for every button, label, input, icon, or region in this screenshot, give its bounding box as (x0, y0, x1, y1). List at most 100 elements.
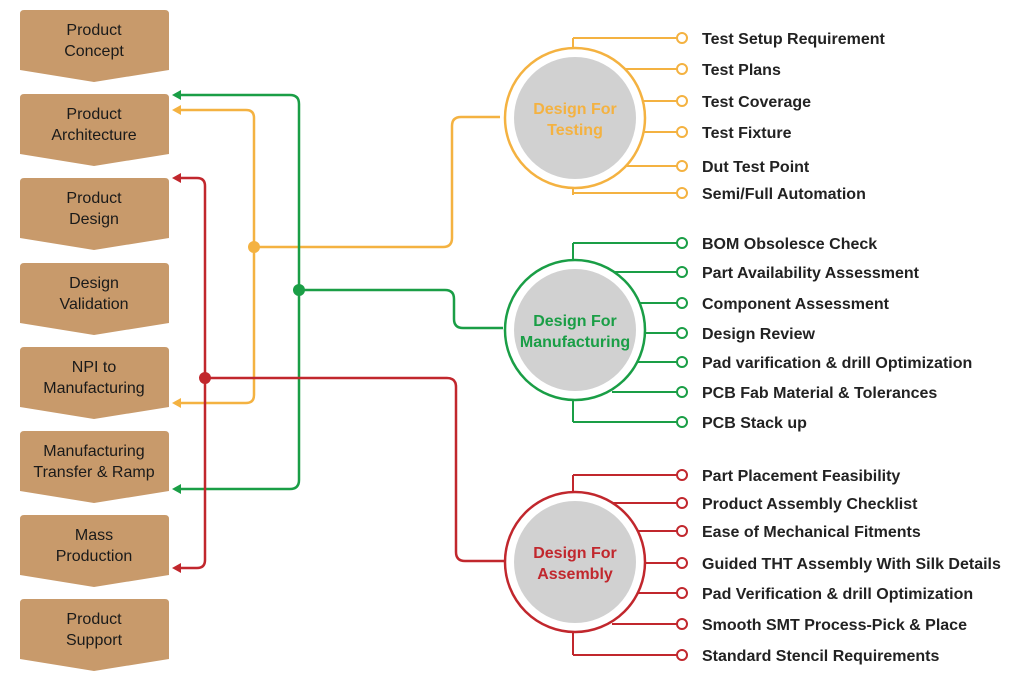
item-dot (676, 649, 688, 661)
stage-label: Product (66, 106, 122, 123)
item-label: Smooth SMT Process-Pick & Place (702, 617, 967, 634)
stage-box (20, 94, 169, 166)
item-label: Test Setup Requirement (702, 31, 886, 48)
hub-disc (514, 57, 636, 179)
item-label: BOM Obsolesce Check (702, 236, 877, 253)
junction-dot (248, 241, 260, 253)
arrowhead (172, 90, 181, 100)
stage-label: Production (56, 548, 133, 565)
item-dot (676, 356, 688, 368)
junction-dot (199, 372, 211, 384)
assembly-connector (178, 176, 207, 570)
connector-lines (172, 90, 505, 573)
stage-label: Manufacturing (43, 443, 144, 460)
stage-column: ProductConceptProductArchitectureProduct… (20, 10, 169, 671)
item-dot (676, 386, 688, 398)
stage-box (20, 515, 169, 587)
item-dot (676, 469, 688, 481)
stage-box (20, 347, 169, 419)
item-dot (676, 557, 688, 569)
item-label: Design Review (702, 326, 815, 343)
item-dot (676, 237, 688, 249)
stage-label: Transfer & Ramp (33, 464, 154, 481)
item-label: Test Coverage (702, 94, 811, 111)
testing-link (254, 115, 500, 249)
arrowhead (172, 563, 181, 573)
item-label: Pad varification & drill Optimization (702, 355, 972, 372)
stage-label: Mass (75, 527, 113, 544)
manufacturing-connector (178, 93, 301, 491)
stage-label: Architecture (51, 127, 136, 144)
item-label: Test Plans (702, 62, 781, 79)
testing-connector (178, 108, 256, 405)
arrowhead (172, 484, 181, 494)
item-dot (676, 32, 688, 44)
hub-disc (514, 269, 636, 391)
item-dot (676, 587, 688, 599)
stage-label: Concept (64, 43, 124, 60)
item-label: PCB Stack up (702, 415, 807, 432)
item-dot (676, 63, 688, 75)
item-dot (676, 160, 688, 172)
item-label: Product Assembly Checklist (702, 496, 918, 513)
item-label: Ease of Mechanical Fitments (702, 524, 921, 541)
item-dot (676, 416, 688, 428)
item-label: PCB Fab Material & Tolerances (702, 385, 937, 402)
item-label: Component Assessment (702, 296, 890, 313)
item-label: Standard Stencil Requirements (702, 648, 939, 665)
item-dot (676, 187, 688, 199)
arrowhead (172, 105, 181, 115)
stage-label: Validation (59, 296, 128, 313)
item-dot (676, 126, 688, 138)
stage-label: Support (66, 632, 123, 649)
assembly-link (205, 376, 505, 563)
stage-label: Manufacturing (43, 380, 144, 397)
hub-label: Design For (533, 101, 617, 118)
item-dot (676, 618, 688, 630)
stage-label: Design (69, 211, 119, 228)
hub-label: Manufacturing (520, 334, 630, 351)
item-dot (676, 297, 688, 309)
hub-label: Design For (533, 545, 617, 562)
item-label: Guided THT Assembly With Silk Details (702, 556, 1001, 573)
manufacturing-link (299, 288, 503, 330)
item-label: Part Placement Feasibility (702, 468, 900, 485)
hub-label: Assembly (537, 566, 613, 583)
item-label: Dut Test Point (702, 159, 810, 176)
stage-box (20, 10, 169, 82)
item-label: Part Availability Assessment (702, 265, 920, 282)
stage-npi-to-manufacturing: NPI to Manufacturing (20, 347, 169, 419)
stage-label: Product (66, 22, 122, 39)
stage-label: NPI to (72, 359, 117, 376)
item-dot (676, 266, 688, 278)
junction-dot (293, 284, 305, 296)
hub-label: Testing (547, 122, 603, 139)
item-dot (676, 525, 688, 537)
stage-box (20, 263, 169, 335)
stage-box (20, 599, 169, 671)
stage-label: Product (66, 611, 122, 628)
stage-label: Design (69, 275, 119, 292)
hub-label: Design For (533, 313, 617, 330)
stage-box (20, 431, 169, 503)
item-dot (676, 327, 688, 339)
item-label: Semi/Full Automation (702, 186, 866, 203)
stage-box (20, 178, 169, 250)
hub-disc (514, 501, 636, 623)
item-label: Pad Verification & drill Optimization (702, 586, 973, 603)
item-dot (676, 497, 688, 509)
arrowhead (172, 173, 181, 183)
arrowhead (172, 398, 181, 408)
item-dot (676, 95, 688, 107)
stage-label: Product (66, 190, 122, 207)
